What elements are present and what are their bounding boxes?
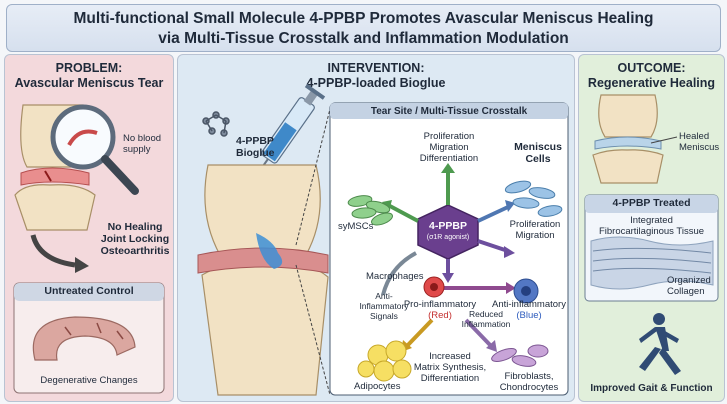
symscs-label: syMSCs xyxy=(338,221,374,232)
outcome-heading-line-2: Regenerative Healing xyxy=(587,76,716,90)
problem-outcomes: No Healing Joint Locking Osteoarthritis xyxy=(97,221,173,257)
healed-line-1: Healed xyxy=(679,131,710,142)
integrated-line-2: Fibrocartilaginous Tissue xyxy=(598,226,705,237)
torn-meniscus-shape xyxy=(20,167,90,186)
reduced-line-1: Reduced xyxy=(468,309,504,319)
pro-inflammatory-line-2: (Red) xyxy=(428,310,452,321)
anti-inflammatory-label: Anti-inflammatory (Blue) xyxy=(488,299,570,321)
matrix-line-1: Increased xyxy=(429,351,471,362)
healed-line-2: Meniscus xyxy=(679,142,720,153)
title-banner: Multi-functional Small Molecule 4-PPBP P… xyxy=(6,4,721,52)
tear-line xyxy=(44,170,52,182)
intervention-heading-line-1: INTERVENTION: xyxy=(327,61,425,75)
intervention-heading-line-2: 4-PPBP-loaded Bioglue xyxy=(306,76,446,90)
proliferation-line-3: Differentiation xyxy=(419,153,479,164)
bioglue-label: 4-PPBP Bioglue xyxy=(236,135,275,159)
bioglue-line-2: Bioglue xyxy=(236,147,275,159)
syringe-icon xyxy=(252,83,326,181)
treated-title: 4-PPBP Treated xyxy=(612,197,691,209)
meniscus-proliferation-line-1: Proliferation xyxy=(509,219,561,230)
no-blood-line-1: No blood xyxy=(123,133,162,144)
meniscus-proliferation-label: Proliferation Migration xyxy=(500,219,570,241)
intervention-heading: INTERVENTION: 4-PPBP-loaded Bioglue xyxy=(178,61,574,91)
problem-panel: PROBLEM: Avascular Meniscus Tear No bloo… xyxy=(4,54,174,402)
meniscus-cells-line-2: Cells xyxy=(525,153,551,165)
healed-meniscus-shape xyxy=(594,136,662,150)
fibroblasts-label: Fibroblasts, Chondrocytes xyxy=(494,371,564,393)
anti-inflammatory-signals-label: Anti- Inflammatory Signals xyxy=(356,291,412,321)
outcome-panel: OUTCOME: Regenerative Healing Healed Men… xyxy=(578,54,725,402)
tibia-shape xyxy=(201,261,329,396)
adipocytes-shape xyxy=(357,340,412,382)
meniscus-shape xyxy=(197,247,329,274)
4ppbp-center-line-2: (σ1R agonist) xyxy=(426,234,470,241)
meniscus-cells-line-1: Meniscus xyxy=(514,141,562,153)
anti-inflammatory-line-1: Anti-inflammatory xyxy=(492,299,566,310)
fibroblasts-line-1: Fibroblasts, xyxy=(504,371,554,382)
magnifier-icon xyxy=(50,104,116,170)
fibroblasts-line-2: Chondrocytes xyxy=(499,382,559,393)
no-blood-line-2: supply xyxy=(123,144,151,155)
intervention-illustration xyxy=(197,83,569,396)
pro-inflammatory-line-1: Pro-inflammatory xyxy=(403,299,477,310)
problem-heading: PROBLEM: Avascular Meniscus Tear xyxy=(5,61,173,91)
healed-meniscus-label: Healed Meniscus xyxy=(679,131,724,153)
organized-line-2: Collagen xyxy=(667,286,705,297)
tibia-shape xyxy=(14,184,96,231)
symscs-cells-shape xyxy=(347,195,393,226)
tibia-shape xyxy=(592,149,664,184)
matrix-synthesis-label: Increased Matrix Synthesis, Differentiat… xyxy=(410,351,490,384)
matrix-line-2: Matrix Synthesis, xyxy=(413,362,487,373)
title-line-2: via Multi-Tissue Crosstalk and Inflammat… xyxy=(158,30,569,47)
4ppbp-center-label: 4-PPBP (σ1R agonist) xyxy=(418,220,478,244)
outcome-no-healing: No Healing xyxy=(107,221,163,233)
intervention-panel: INTERVENTION: 4-PPBP-loaded Bioglue xyxy=(177,54,575,402)
outcome-heading-line-1: OUTCOME: xyxy=(617,61,686,75)
control-caption: Degenerative Changes xyxy=(40,375,138,386)
signals-line-3: Signals xyxy=(370,311,398,321)
curved-arrow-icon xyxy=(30,234,76,268)
bioglue-shape xyxy=(256,233,283,269)
pro-inflammatory-label: Pro-inflammatory (Red) xyxy=(402,299,478,321)
proliferation-line-2: Migration xyxy=(429,142,469,153)
organized-collagen-label: Organized Collagen xyxy=(667,275,722,297)
meniscus-cells-label: Meniscus Cells xyxy=(508,141,568,165)
magnified-tear-shape xyxy=(67,129,98,147)
no-blood-label: No blood supply xyxy=(123,133,173,155)
adipocytes-label: Adipocytes xyxy=(354,381,401,392)
signals-line-2: Inflammatory xyxy=(359,301,409,311)
outcome-heading: OUTCOME: Regenerative Healing xyxy=(579,61,724,91)
signals-line-1: Anti- xyxy=(375,291,393,301)
gait-label: Improved Gait & Function xyxy=(590,383,713,394)
proliferation-line-1: Proliferation xyxy=(423,131,475,142)
meniscus-cells-shape xyxy=(504,180,563,217)
organized-line-1: Organized xyxy=(667,275,711,286)
proliferation-label: Proliferation Migration Differentiation xyxy=(404,131,494,164)
bioglue-line-1: 4-PPBP xyxy=(236,135,274,147)
problem-illustration xyxy=(13,104,165,394)
femur-shape xyxy=(598,94,658,138)
integrated-line-1: Integrated xyxy=(630,215,673,226)
magnifier-handle xyxy=(101,155,139,195)
reduced-line-2: Inflammation xyxy=(461,319,511,329)
outcome-illustration xyxy=(584,94,719,375)
problem-heading-line-2: Avascular Meniscus Tear xyxy=(14,76,164,90)
fibroblasts-shape xyxy=(491,344,549,367)
problem-heading-line-1: PROBLEM: xyxy=(55,61,123,75)
outcome-osteoarthritis: Osteoarthritis xyxy=(100,245,170,257)
runner-icon xyxy=(639,313,681,375)
integrated-tissue-label: Integrated Fibrocartilaginous Tissue xyxy=(585,215,718,237)
reduced-inflammation-label: Reduced Inflammation xyxy=(454,309,518,329)
matrix-line-3: Differentiation xyxy=(420,373,480,384)
outcome-joint-locking: Joint Locking xyxy=(100,233,170,245)
control-title: Untreated Control xyxy=(44,285,134,297)
molecule-icon xyxy=(202,111,230,137)
inset-title: Tear Site / Multi-Tissue Crosstalk xyxy=(370,106,528,117)
4ppbp-center-line-1: 4-PPBP xyxy=(429,220,467,232)
macrophages-label: Macrophages xyxy=(366,271,424,282)
degenerated-meniscus-shape xyxy=(32,316,136,361)
anti-inflammatory-line-2: (Blue) xyxy=(516,310,542,321)
meniscus-proliferation-line-2: Migration xyxy=(515,230,555,241)
title-line-1: Multi-functional Small Molecule 4-PPBP P… xyxy=(73,10,654,27)
